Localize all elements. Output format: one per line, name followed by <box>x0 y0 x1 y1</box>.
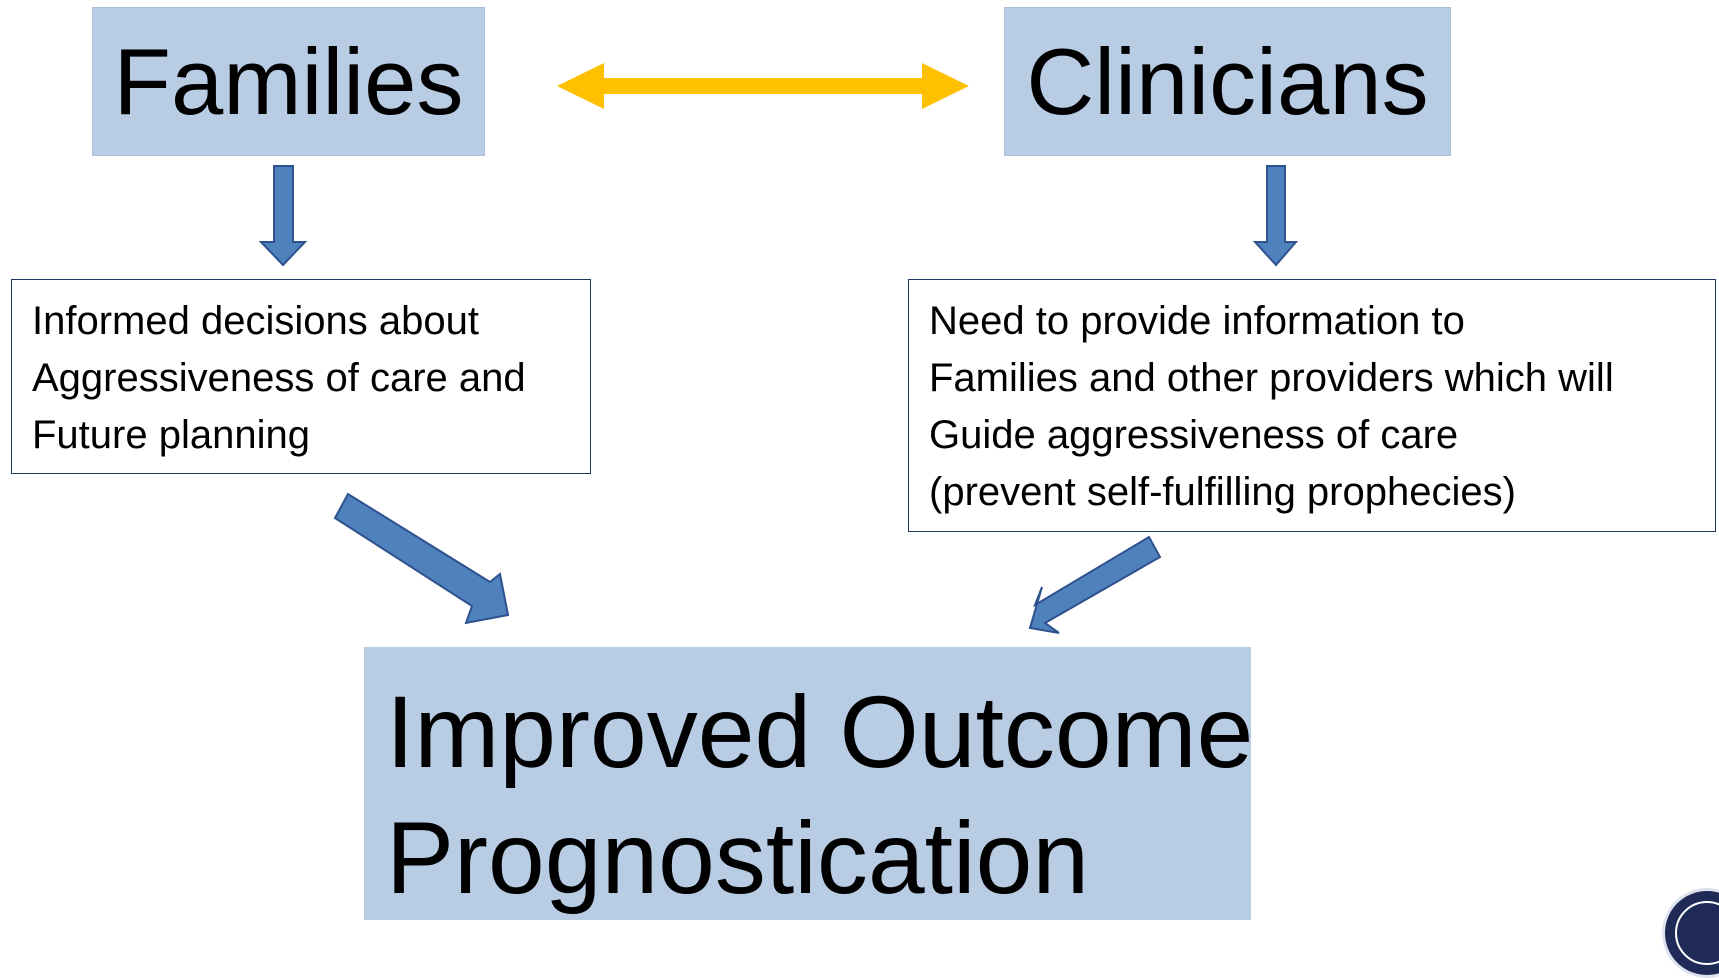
outcome-line: Improved Outcome <box>386 675 1254 789</box>
double-headed-arrow-icon <box>557 63 969 109</box>
families-info-line: Aggressiveness of care and <box>32 356 526 400</box>
diagonal-arrow-icon <box>333 492 510 625</box>
outcome-box: Improved Outcome Prognostication <box>364 647 1254 920</box>
down-arrow-icon <box>258 165 308 267</box>
diagonal-arrow-icon <box>1028 535 1162 634</box>
clinicians-info-line: Need to provide information to <box>929 299 1465 343</box>
clinicians-info-line: Families and other providers which will <box>929 356 1614 400</box>
families-info-line: Future planning <box>32 413 310 457</box>
down-arrow-icon <box>1252 165 1299 267</box>
clinicians-info-line: Guide aggressiveness of care <box>929 413 1459 457</box>
families-info-box: Informed decisions about Aggressiveness … <box>11 279 591 474</box>
clinicians-label: Clinicians <box>1026 28 1429 134</box>
clinicians-box: Clinicians <box>1004 7 1451 156</box>
families-label: Families <box>113 28 464 134</box>
outcome-line: Prognostication <box>386 801 1090 915</box>
clinicians-info-line: (prevent self-fulfilling prophecies) <box>929 470 1516 514</box>
families-info-line: Informed decisions about <box>32 299 479 343</box>
clinicians-info-box: Need to provide information to Families … <box>908 279 1716 532</box>
families-box: Families <box>92 7 485 156</box>
seal-logo <box>1662 888 1719 978</box>
